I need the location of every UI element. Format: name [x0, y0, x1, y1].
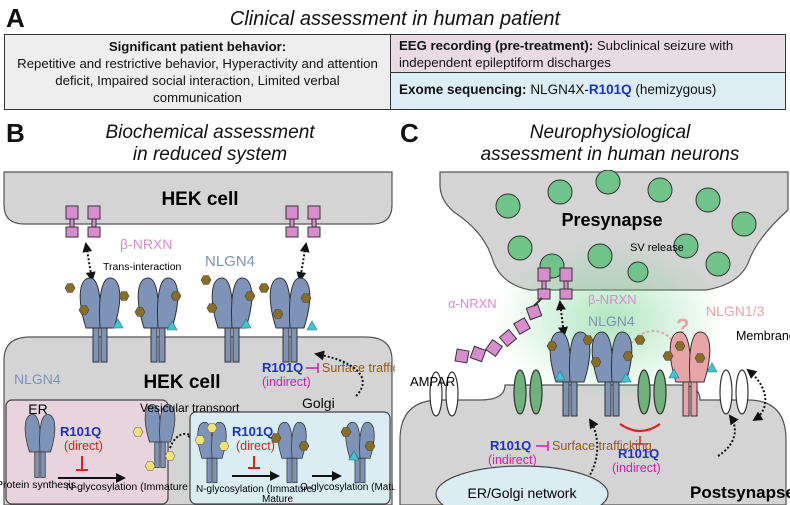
golgi-label: Golgi [302, 395, 335, 411]
r101q-direct-golgi: R101Q [232, 424, 273, 439]
n-glyco-mix-label: N-glycosylation (Immature [196, 484, 313, 495]
indirect-label-c1: (indirect) [488, 453, 537, 467]
panel-a-title: Clinical assessment in human patient [229, 8, 561, 30]
direct-label-golgi: (direct) [236, 439, 275, 453]
eeg-heading: EEG recording (pre-treatment): [399, 38, 594, 53]
indirect-label-c2: (indirect) [612, 461, 661, 475]
r101q-label-c2: R101Q [618, 446, 659, 461]
trans-interaction-label: Trans-interaction [103, 261, 182, 273]
ampar-label: AMPAR [410, 374, 455, 389]
behavior-cell: Significant patient behavior: Repetitive… [5, 35, 391, 109]
behavior-heading: Significant patient behavior: [108, 39, 287, 54]
presynapse-label: Presynapse [561, 210, 662, 230]
behavior-text: Repetitive and restrictive behavior, Hyp… [17, 55, 378, 105]
exome-variant: R101Q [588, 82, 632, 97]
panel-c-title-line1: Neurophysiological [529, 122, 691, 143]
exome-gene: NLGN4X- [530, 82, 589, 97]
eeg-text: Subclinical seizure with independent epi… [399, 38, 734, 70]
alpha-nrxn-label: α-NRXN [448, 296, 497, 311]
exome-note: (hemizygous) [635, 82, 717, 97]
panel-c-diagram: Presynapse SV release β-NRXN α-NRXN NLGN… [399, 170, 790, 505]
clinical-summary-box: Significant patient behavior: Repetitive… [4, 34, 786, 110]
exome-cell: Exome sequencing: NLGN4X-R101Q (hemizygo… [391, 73, 785, 109]
o-glyco-label: O-glycosylation (Mature [300, 482, 395, 493]
r101q-direct-er: R101Q [60, 424, 101, 439]
beta-nrxn-label-c: β-NRXN [588, 292, 637, 307]
nlgn4-label-c: NLGN4 [588, 313, 635, 329]
panel-b-title-line2: in reduced system [132, 144, 288, 165]
postsynapse-label: Postsynapse [690, 483, 790, 502]
er-label: ER [28, 401, 47, 417]
nlgn13-label: NLGN1/3 [706, 303, 765, 319]
protein-synthesis-label: Protein synthesis [0, 479, 76, 491]
r101q-label-c1: R101Q [490, 438, 531, 453]
er-golgi-label: ER/Golgi network [468, 485, 578, 501]
surface-trafficking-c: Surface trafficking [552, 439, 652, 453]
panel-b-title-line1: Biochemical assessment [105, 122, 315, 143]
panel-c-letter: C [400, 118, 419, 148]
panel-b-diagram: HEK cell β-NRXN Trans-interaction NLGN4 … [0, 171, 395, 505]
nlgn4-left-label: NLGN4 [14, 371, 61, 387]
eeg-cell: EEG recording (pre-treatment): Subclinic… [391, 35, 785, 73]
exome-heading: Exome sequencing: [399, 82, 527, 97]
membrane-diffusion-label: Membrane diffusion [736, 329, 790, 343]
n-glyco-immature-label: N-glycosylation (Immature [66, 481, 188, 493]
r101q-indirect-b: R101Q [262, 360, 303, 375]
panel-b-letter: B [6, 118, 25, 148]
sv-release-label: SV release [630, 242, 684, 254]
direct-label-er: (direct) [64, 439, 103, 453]
surface-trafficking-b: Surface trafficking [322, 361, 395, 375]
beta-nrxn-label-b: β-NRXN [120, 236, 172, 252]
mature-label-golgi: Mature [262, 494, 294, 505]
hek-cell-top-label: HEK cell [161, 189, 238, 210]
hek-cell-bottom-label: HEK cell [143, 372, 220, 393]
indirect-label-b: (indirect) [262, 375, 311, 389]
panel-a-letter: A [6, 3, 25, 33]
nlgn4-top-label: NLGN4 [205, 253, 255, 270]
panel-c-title-line2: assessment in human neurons [480, 144, 740, 165]
